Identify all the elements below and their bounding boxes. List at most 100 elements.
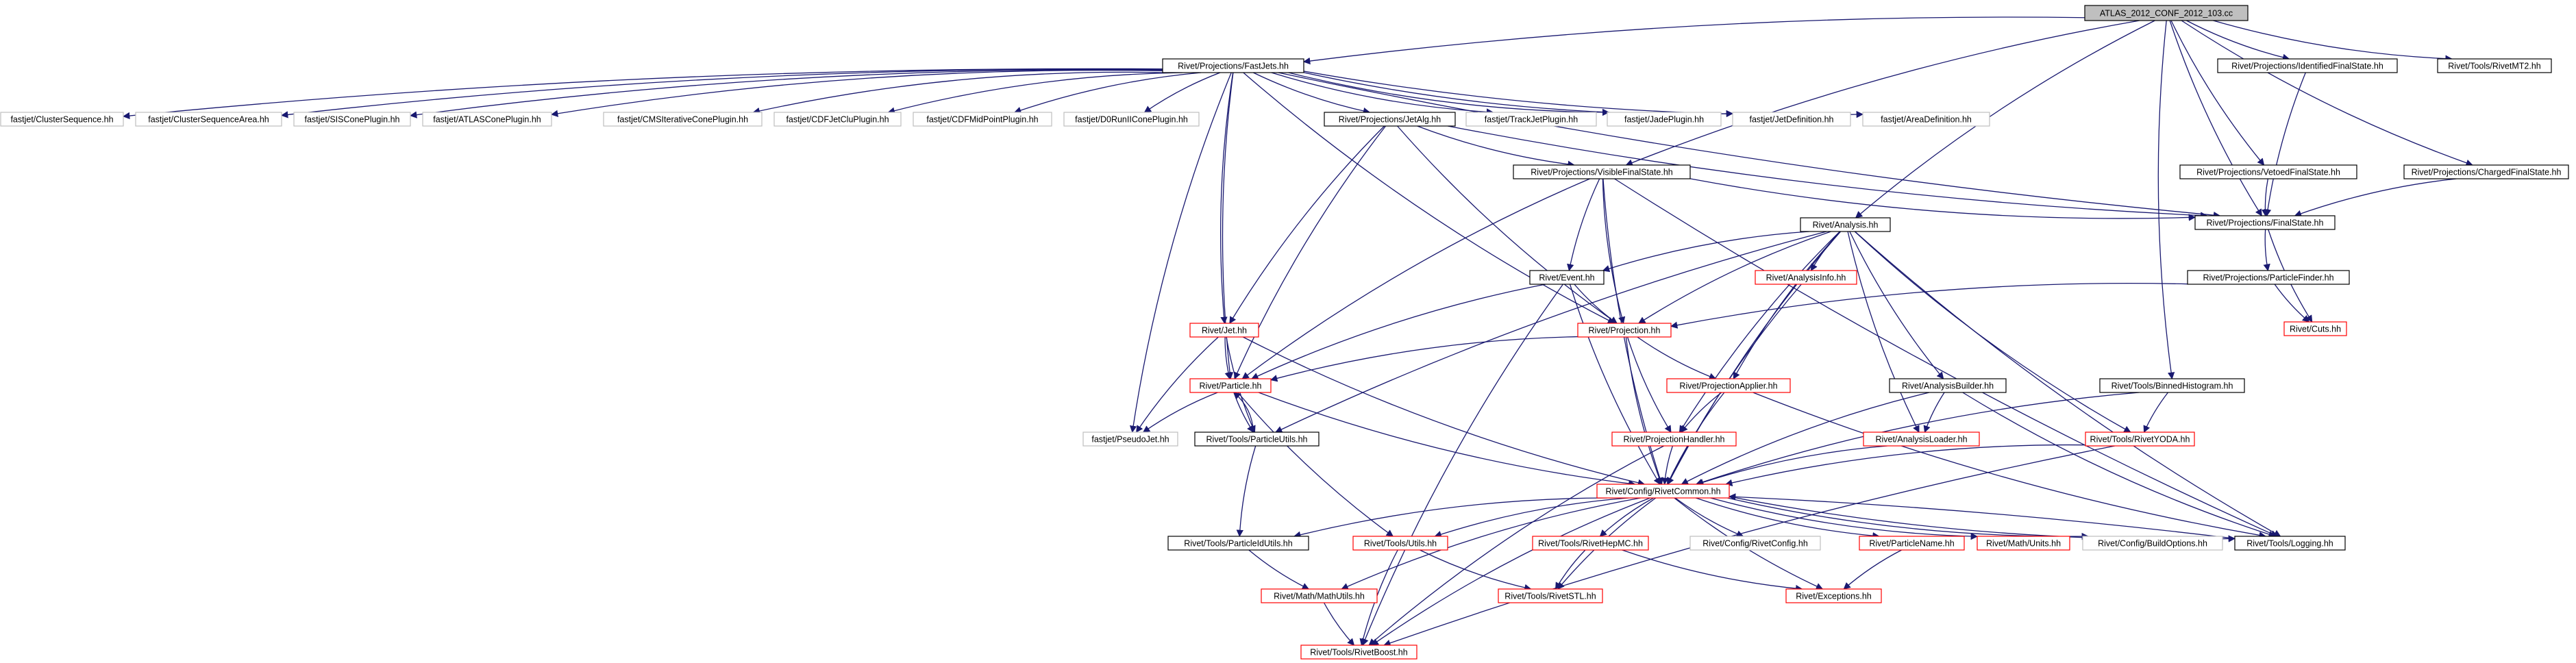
node-root[interactable]: ATLAS_2012_CONF_2012_103.cc <box>2084 5 2249 21</box>
edge-logging-to-rivetcommon <box>1728 493 2236 539</box>
node-particlefinder[interactable]: Rivet/Projections/ParticleFinder.hh <box>2187 270 2350 285</box>
node-label-rivetcommon: Rivet/Config/RivetCommon.hh <box>1605 487 1720 497</box>
edge-rivethepmc-to-rivetstl <box>1555 549 1586 590</box>
node-label-d0run: fastjet/D0RunIIConePlugin.hh <box>1075 115 1188 125</box>
node-cuts[interactable]: Rivet/Cuts.hh <box>2283 321 2347 336</box>
node-label-particleutils: Rivet/Tools/ParticleUtils.hh <box>1206 435 1308 445</box>
node-analysis[interactable]: Rivet/Analysis.hh <box>1800 217 1891 232</box>
node-box-mathunits <box>1977 536 2070 551</box>
node-particleutils[interactable]: Rivet/Tools/ParticleUtils.hh <box>1194 431 1320 447</box>
node-toolsutils[interactable]: Rivet/Tools/Utils.hh <box>1352 536 1448 551</box>
node-particleidutils[interactable]: Rivet/Tools/ParticleIdUtils.hh <box>1167 536 1309 551</box>
node-clusterseqarea: fastjet/ClusterSequenceArea.hh <box>135 112 282 127</box>
node-jetalg[interactable]: Rivet/Projections/JetAlg.hh <box>1324 112 1456 127</box>
edge-particlefinder-to-projection <box>1670 283 2188 329</box>
node-rivetstl[interactable]: Rivet/Tools/RivetSTL.hh <box>1498 588 1603 603</box>
edge-particleutils-to-particleidutils <box>1236 445 1256 538</box>
node-label-vetoedfs: Rivet/Projections/VetoedFinalState.hh <box>2196 168 2340 177</box>
edge-particleidutils-to-mathutils <box>1248 549 1310 590</box>
node-box-rivetyoda <box>2085 431 2195 447</box>
node-label-chargedfs: Rivet/Projections/ChargedFinalState.hh <box>2412 168 2562 177</box>
edge-fastjets-to-jetdef <box>1303 72 1734 118</box>
edge-fastjets-to-siscone <box>409 69 1163 118</box>
node-label-particlename: Rivet/ParticleName.hh <box>1869 539 1954 549</box>
node-box-analysisinfo <box>1755 270 1857 285</box>
node-rivethepmc[interactable]: Rivet/Tools/RivetHepMC.hh <box>1532 536 1649 551</box>
edge-identified-to-finalstate <box>2264 72 2306 217</box>
node-label-mathunits: Rivet/Math/Units.hh <box>1986 539 2061 549</box>
node-label-finalstate: Rivet/Projections/FinalState.hh <box>2207 218 2324 228</box>
node-jet[interactable]: Rivet/Jet.hh <box>1189 323 1259 338</box>
node-projapplier[interactable]: Rivet/ProjectionApplier.hh <box>1666 378 1791 393</box>
node-fastjets[interactable]: Rivet/Projections/FastJets.hh <box>1162 58 1304 73</box>
node-logging[interactable]: Rivet/Tools/Logging.hh <box>2234 536 2346 551</box>
edge-fastjets-to-jade <box>1288 72 1610 116</box>
edge-jetalg-to-jet <box>1229 125 1385 324</box>
edge-rivethepmc-to-exceptions <box>1622 549 1803 592</box>
node-box-rivetcommon <box>1596 484 1730 499</box>
node-event[interactable]: Rivet/Event.hh <box>1529 270 1605 285</box>
edge-binnedhisto-to-rivetcommon <box>1695 392 2140 486</box>
edge-particlename-to-exceptions <box>1843 549 1902 590</box>
edge-projection-to-projapplier <box>1637 336 1717 380</box>
edge-rivetcommon-to-rivetboost <box>1371 497 1650 646</box>
node-label-fastjets: Rivet/Projections/FastJets.hh <box>1178 62 1289 71</box>
node-analysisbuilder[interactable]: Rivet/AnalysisBuilder.hh <box>1889 378 2007 393</box>
node-exceptions[interactable]: Rivet/Exceptions.hh <box>1785 588 1882 603</box>
edge-event-to-particle <box>1251 284 1546 379</box>
node-label-jade: fastjet/JadePlugin.hh <box>1624 115 1704 125</box>
node-pseudojet: fastjet/PseudoJet.hh <box>1082 431 1178 447</box>
node-rivetboost[interactable]: Rivet/Tools/RivetBoost.hh <box>1300 645 1417 660</box>
edge-analysisbuilder-to-logging <box>1962 392 2276 538</box>
node-rivetcommon[interactable]: Rivet/Config/RivetCommon.hh <box>1596 484 1730 499</box>
node-trackjet: fastjet/TrackJetPlugin.hh <box>1465 112 1597 127</box>
node-box-analysisbuilder <box>1889 378 2007 393</box>
node-box-visiblefs <box>1513 164 1691 179</box>
node-particle[interactable]: Rivet/Particle.hh <box>1189 378 1272 393</box>
node-label-particle: Rivet/Particle.hh <box>1199 381 1261 391</box>
edge-root-to-binnedhisto <box>2157 20 2175 380</box>
node-box-jade <box>1607 112 1722 127</box>
node-particlename[interactable]: Rivet/ParticleName.hh <box>1859 536 1965 551</box>
node-label-event: Rivet/Event.hh <box>1539 273 1594 283</box>
edge-rivetcommon-to-particleidutils <box>1293 497 1607 538</box>
node-analysisinfo[interactable]: Rivet/AnalysisInfo.hh <box>1755 270 1857 285</box>
edge-jetalg-to-projection <box>1397 125 1618 324</box>
node-finalstate[interactable]: Rivet/Projections/FinalState.hh <box>2194 215 2336 230</box>
node-mathutils[interactable]: Rivet/Math/MathUtils.hh <box>1261 588 1378 603</box>
node-label-exceptions: Rivet/Exceptions.hh <box>1796 592 1872 601</box>
node-visiblefs[interactable]: Rivet/Projections/VisibleFinalState.hh <box>1513 164 1691 179</box>
node-label-rivetboost: Rivet/Tools/RivetBoost.hh <box>1310 648 1407 658</box>
edge-rivetyoda-to-rivetcommon <box>1725 444 2086 486</box>
node-box-jetalg <box>1324 112 1456 127</box>
node-areadef: fastjet/AreaDefinition.hh <box>1862 112 1990 127</box>
edge-particle-to-pseudojet <box>1142 392 1218 433</box>
edge-rivetyoda-to-rivetboost <box>1383 445 2115 647</box>
node-box-areadef <box>1862 112 1990 127</box>
node-label-particleidutils: Rivet/Tools/ParticleIdUtils.hh <box>1184 539 1292 549</box>
node-box-rivetboost <box>1300 645 1417 660</box>
node-box-root <box>2084 5 2249 21</box>
node-mathunits[interactable]: Rivet/Math/Units.hh <box>1977 536 2070 551</box>
node-label-jet: Rivet/Jet.hh <box>1202 326 1247 336</box>
node-label-analysisinfo: Rivet/AnalysisInfo.hh <box>1766 273 1846 283</box>
node-box-analysis <box>1800 217 1891 232</box>
node-label-pseudojet: fastjet/PseudoJet.hh <box>1091 435 1169 445</box>
node-label-particlefinder: Rivet/Projections/ParticleFinder.hh <box>2203 273 2333 283</box>
edge-visiblefs-to-projection <box>1602 178 1626 325</box>
node-rivetconfig: Rivet/Config/RivetConfig.hh <box>1689 536 1821 551</box>
node-projection[interactable]: Rivet/Projection.hh <box>1577 323 1672 338</box>
node-projhandler[interactable]: Rivet/ProjectionHandler.hh <box>1611 431 1737 447</box>
edge-vetoedfs-to-finalstate <box>2262 178 2269 217</box>
node-chargedfs[interactable]: Rivet/Projections/ChargedFinalState.hh <box>2403 164 2569 179</box>
node-analysisloader[interactable]: Rivet/AnalysisLoader.hh <box>1863 431 1980 447</box>
edge-fastjets-to-clusterseqarea <box>280 68 1163 118</box>
edge-fastjets-to-cmsiter <box>752 71 1163 115</box>
edge-fastjets-to-trackjet <box>1271 72 1494 116</box>
node-binnedhisto[interactable]: Rivet/Tools/BinnedHistogram.hh <box>2099 378 2245 393</box>
node-rivetmt2[interactable]: Rivet/Tools/RivetMT2.hh <box>2437 58 2552 73</box>
node-vetoedfs[interactable]: Rivet/Projections/VetoedFinalState.hh <box>2179 164 2357 179</box>
node-box-vetoedfs <box>2179 164 2357 179</box>
node-rivetyoda[interactable]: Rivet/Tools/RivetYODA.hh <box>2085 431 2195 447</box>
node-identified[interactable]: Rivet/Projections/IdentifiedFinalState.h… <box>2217 58 2398 73</box>
